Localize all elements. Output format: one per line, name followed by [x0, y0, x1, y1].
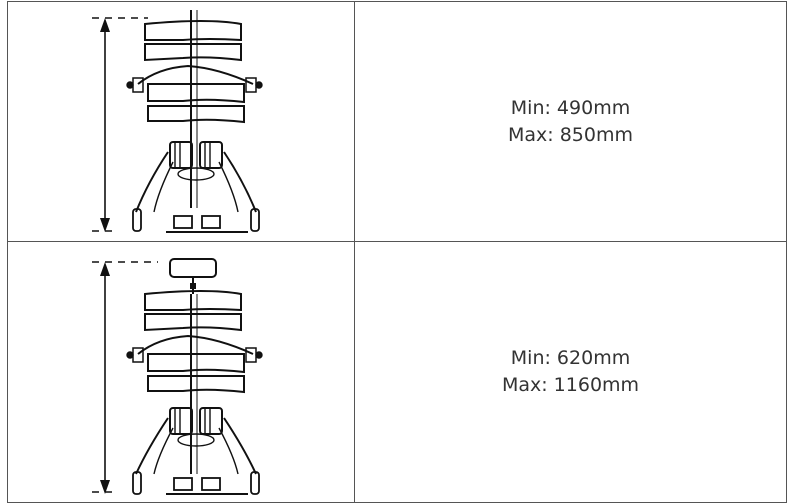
- seat-height-without-headrest-diagram-icon: [92, 10, 263, 233]
- chair-diagram-cell: [8, 242, 355, 502]
- min-height-label: Min: 490mm: [510, 96, 631, 119]
- min-height-label: Min: 620mm: [510, 347, 631, 369]
- seat-height-with-headrest-diagram-icon: [92, 258, 263, 495]
- chair-diagram-cell: [8, 2, 355, 241]
- table-row: Min: 620mm Max: 1160mm: [8, 242, 786, 502]
- height-range-cell: Min: 620mm Max: 1160mm: [355, 242, 786, 502]
- table-row: Min: 490mm Max: 850mm: [8, 2, 786, 242]
- height-spec-table: Min: 490mm Max: 850mm: [7, 1, 787, 503]
- max-height-label: Max: 1160mm: [501, 374, 640, 396]
- max-height-label: Max: 850mm: [507, 123, 633, 146]
- height-range-cell: Min: 490mm Max: 850mm: [355, 2, 786, 241]
